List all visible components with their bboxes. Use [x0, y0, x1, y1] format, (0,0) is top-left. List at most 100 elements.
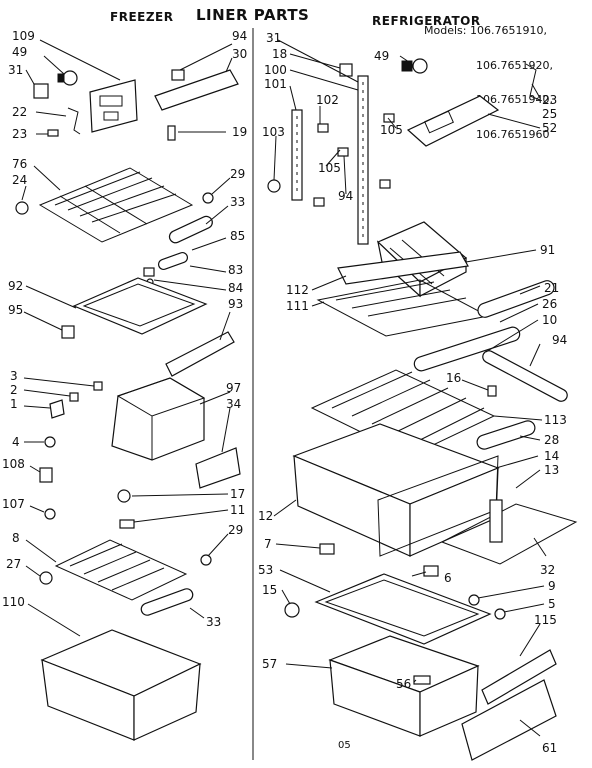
bucket-front [195, 447, 241, 489]
model-line: Models: 106.7651910, [424, 24, 547, 37]
fridge-control-housing [406, 95, 500, 147]
callout-12: 12 [258, 509, 273, 523]
shelf-stud [117, 489, 131, 503]
callout-105: 105 [380, 123, 403, 137]
callout-100: 100 [264, 63, 287, 77]
callout-16: 16 [446, 371, 461, 385]
rail-fastener [267, 179, 281, 193]
freezer-light-bulb [57, 70, 78, 86]
callout-labels: 109 49 31 22 23 94 30 19 76 24 29 33 85 … [2, 29, 567, 755]
footer-code: 05 [338, 740, 351, 751]
callout-5: 5 [548, 597, 556, 611]
fridge-light-bulb [401, 58, 428, 74]
pan-support [319, 543, 335, 555]
callout-15: 15 [262, 583, 277, 597]
callout-92: 92 [8, 279, 23, 293]
callout-30: 30 [232, 47, 247, 61]
callout-31: 31 [266, 31, 281, 45]
callout-113: 113 [544, 413, 567, 427]
hinge-bracket [39, 467, 53, 483]
callout-8: 8 [12, 531, 20, 545]
shelf-clip [143, 267, 155, 277]
callout-103: 103 [262, 125, 285, 139]
fridge-wire-shelf [316, 279, 490, 337]
callout-33: 33 [230, 195, 245, 209]
callout-115: 115 [534, 613, 557, 627]
fridge-shelf-rail [357, 75, 369, 245]
fridge-screw [487, 385, 497, 397]
pan-screw [494, 608, 506, 620]
freezer-basket [40, 629, 202, 741]
callout-110: 110 [2, 595, 25, 609]
callout-17: 17 [230, 487, 245, 501]
fridge-crisper-pan [292, 423, 500, 557]
callout-21: 21 [544, 281, 559, 295]
callout-32: 32 [540, 563, 555, 577]
rail-screw [379, 179, 391, 189]
shelf-cover [477, 280, 555, 318]
shelf-support [200, 554, 212, 566]
pan-bracket [468, 594, 480, 606]
callout-18: 18 [272, 47, 287, 61]
callout-94: 94 [232, 29, 247, 43]
callout-94: 94 [552, 333, 567, 347]
callout-25: 25 [542, 107, 557, 121]
freezer-stop [171, 69, 185, 81]
fridge-glass-shelf [337, 251, 469, 285]
callout-31: 31 [8, 63, 23, 77]
freezer-wire-shelf-lower [54, 539, 188, 601]
callout-49: 49 [12, 45, 27, 59]
knob [44, 508, 56, 520]
leader-lines [21, 39, 547, 737]
callout-29: 29 [228, 523, 243, 537]
model-numbers: Models: 106.7651910, 106.7651920, 106.76… [424, 2, 553, 163]
callout-34: 34 [226, 397, 241, 411]
freezer-shelf [72, 277, 208, 335]
callout-56: 56 [396, 677, 411, 691]
callout-91: 91 [540, 243, 555, 257]
shelf-support [202, 192, 214, 204]
small-bracket [49, 399, 65, 419]
callout-33: 33 [206, 615, 221, 629]
callout-84: 84 [228, 281, 243, 295]
callout-24: 24 [12, 173, 27, 187]
callout-11: 11 [230, 503, 245, 517]
callout-83: 83 [228, 263, 243, 277]
callout-2: 2 [10, 383, 18, 397]
freezer-heading: FREEZER [110, 10, 174, 24]
door-stop [44, 436, 56, 448]
callout-111: 111 [286, 299, 309, 313]
meat-pan-cover [314, 573, 492, 645]
rail-clip [317, 123, 329, 133]
callout-109: 109 [12, 29, 35, 43]
fridge-light-socket [339, 63, 353, 77]
freezer-light-socket [33, 83, 49, 99]
callout-101: 101 [264, 77, 287, 91]
shelf-bracket [61, 325, 75, 339]
callout-4: 4 [12, 435, 20, 449]
callout-29: 29 [230, 167, 245, 181]
callout-28: 28 [544, 433, 559, 447]
callout-22: 22 [12, 105, 27, 119]
model-line: 106.7651940, [476, 93, 553, 106]
small-clip [69, 392, 79, 402]
pan-cap [284, 602, 300, 618]
callout-112: 112 [286, 283, 309, 297]
shelf-stop [482, 350, 568, 402]
callout-1: 1 [10, 397, 18, 411]
callout-14: 14 [544, 449, 559, 463]
callout-57: 57 [262, 657, 277, 671]
shelf-cap [140, 588, 194, 616]
callout-61: 61 [542, 741, 557, 755]
callout-19: 19 [232, 125, 247, 139]
shelf-rail [158, 251, 188, 271]
door-panel [461, 679, 557, 761]
callout-3: 3 [10, 369, 18, 383]
callout-27: 27 [6, 557, 21, 571]
callout-26: 26 [542, 297, 557, 311]
freezer-bracket [67, 107, 81, 135]
callout-23: 23 [12, 127, 27, 141]
callout-6: 6 [444, 571, 452, 585]
callout-107: 107 [2, 497, 25, 511]
